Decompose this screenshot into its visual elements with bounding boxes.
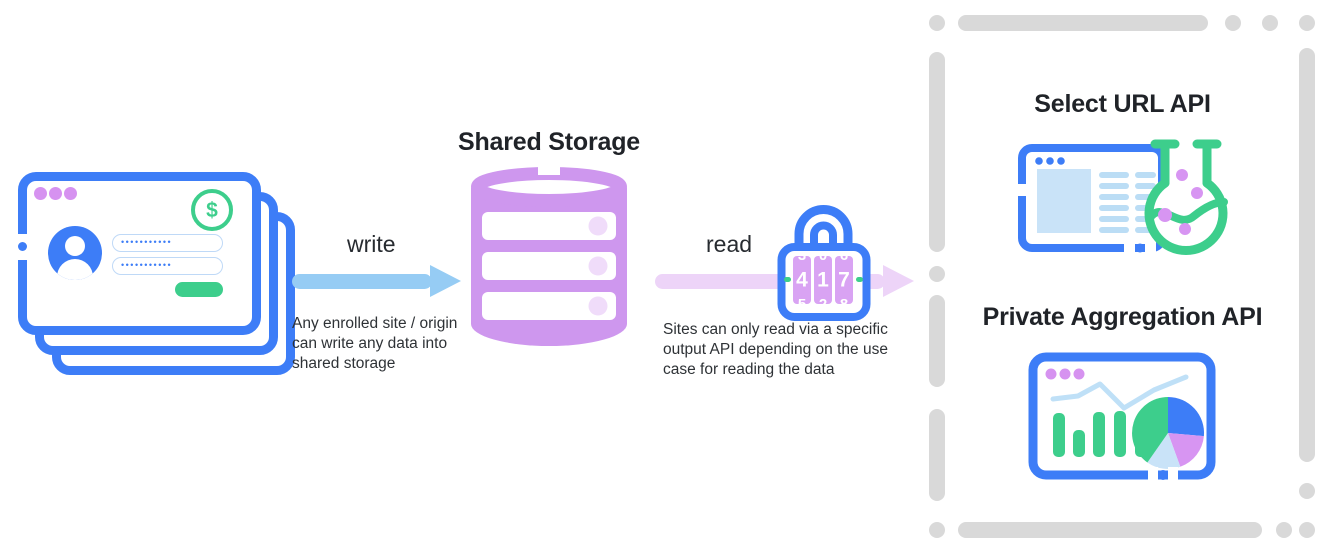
read-label: read: [706, 231, 753, 257]
user-avatar-icon: [48, 226, 102, 280]
analytics-dashboard-icon: [1028, 352, 1216, 481]
write-caption: Any enrolled site / origin can write any…: [292, 315, 458, 372]
write-label: write: [347, 231, 396, 257]
lock-dial-1[interactable]: 3 4 5: [793, 256, 811, 304]
dial-digit-above: 6: [835, 256, 853, 263]
window-control-dot: [64, 187, 77, 200]
read-caption: Sites can only read via a specific outpu…: [663, 321, 888, 378]
window-control-dot: [49, 187, 62, 200]
dial-digit-below: 2: [814, 297, 832, 304]
dial-digit-below: 5: [793, 297, 811, 304]
boundary-dot: [1299, 522, 1315, 538]
dial-digit: 7: [838, 268, 850, 292]
dial-digit-above: 3: [793, 256, 811, 263]
boundary-dot: [929, 266, 945, 282]
dial-digit: 1: [817, 268, 829, 292]
lock-dial-3[interactable]: 6 7 8: [835, 256, 853, 304]
boundary-dot: [1262, 15, 1278, 31]
lock-dash-right: [856, 277, 863, 282]
boundary-dot: [1299, 15, 1315, 31]
write-arrow-head: [430, 265, 461, 297]
private-aggregation-api-title: Private Aggregation API: [982, 303, 1263, 331]
boundary-dash-bottom: [958, 522, 1262, 538]
database-icon: [471, 164, 627, 346]
boundary-dot: [929, 15, 945, 31]
lock-dash-left: [784, 277, 791, 282]
boundary-dot: [1276, 522, 1292, 538]
browser-card-front: $ ••••••••••• •••••••••••: [18, 172, 261, 335]
shared-storage-title: Shared Storage: [458, 128, 640, 156]
password-field-1[interactable]: •••••••••••: [112, 234, 223, 252]
browser-window-icon: [1018, 144, 1166, 254]
select-url-api-title: Select URL API: [1034, 90, 1211, 118]
dollar-glyph: $: [206, 198, 218, 222]
write-arrow: [292, 274, 432, 289]
boundary-dash-top: [958, 15, 1208, 31]
avatar-head: [65, 236, 85, 256]
lock-dial-2[interactable]: 0 1 2: [814, 256, 832, 304]
boundary-dash-left: [929, 52, 945, 252]
dollar-coin-icon: $: [191, 189, 233, 231]
boundary-dash-right: [1299, 48, 1315, 462]
window-control-dot: [34, 187, 47, 200]
submit-button[interactable]: [175, 282, 223, 297]
boundary-dot: [1299, 483, 1315, 499]
boundary-dot: [1225, 15, 1241, 31]
password-field-2[interactable]: •••••••••••: [112, 257, 223, 275]
dial-digit: 4: [796, 268, 808, 292]
boundary-dot: [929, 522, 945, 538]
flask-icon: [1144, 139, 1228, 255]
boundary-dash-left: [929, 409, 945, 501]
dial-digit-below: 8: [835, 297, 853, 304]
card-border-dot: [18, 242, 27, 251]
boundary-dash-left: [929, 295, 945, 387]
read-arrow-head: [883, 265, 914, 297]
avatar-shoulders: [57, 259, 93, 280]
dial-digit-above: 0: [814, 256, 832, 263]
